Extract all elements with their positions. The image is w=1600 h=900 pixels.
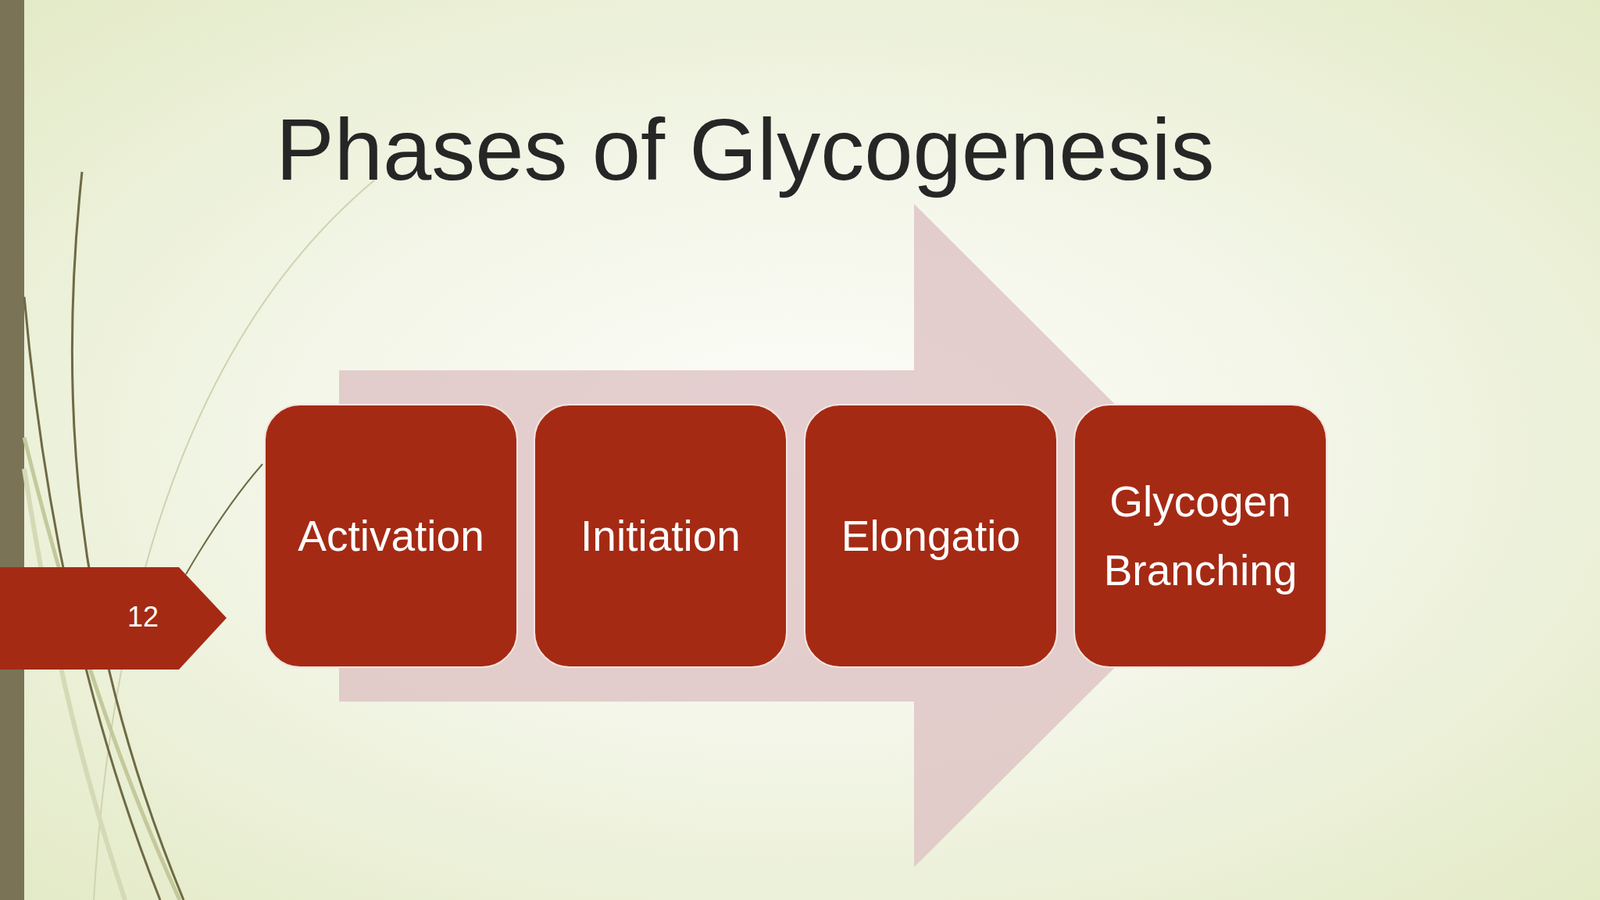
deco-curve — [24, 468, 125, 900]
phase-label: Glycogen Branching — [1087, 467, 1314, 605]
side-bar — [0, 0, 25, 900]
phase-label: Initiation — [580, 501, 741, 571]
phase-box: Activation — [264, 403, 518, 668]
deco-curve — [185, 464, 263, 575]
phase-label: Elongatio — [841, 501, 1021, 571]
phase-box: Initiation — [533, 403, 788, 668]
slide-number: 12 — [111, 598, 175, 636]
slide-title: Phases of Glycogenesis — [275, 100, 1215, 201]
page-tab — [0, 567, 227, 670]
phase-box: Elongatio — [803, 403, 1058, 668]
deco-curve — [71, 171, 184, 900]
phase-box: Glycogen Branching — [1073, 403, 1328, 668]
phase-label: Activation — [297, 501, 484, 571]
